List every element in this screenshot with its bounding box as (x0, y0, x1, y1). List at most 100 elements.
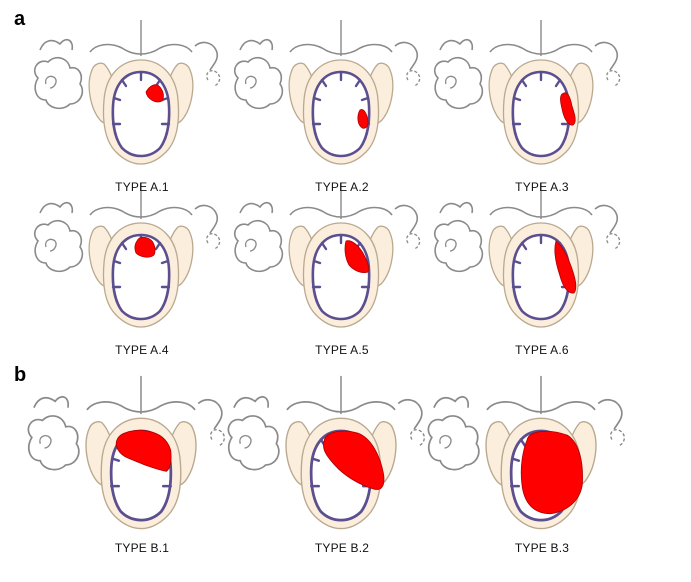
right-ear-swirl (606, 233, 621, 250)
left-ear-swirl (244, 238, 257, 252)
canal-tick-1 (519, 438, 527, 448)
skull-contour-right (394, 204, 419, 234)
caption-type-b2: TYPE B.2 (314, 541, 370, 555)
caption-type-a4: TYPE A.4 (115, 343, 169, 357)
lesion-a1 (145, 84, 164, 103)
right-ear-swirl (406, 70, 421, 87)
left-ear-swirl (444, 75, 457, 89)
left-ear-swirl (244, 75, 257, 89)
left-temporal-outline (433, 56, 484, 110)
canal-tick-2 (112, 96, 122, 102)
canal-tick-2 (311, 457, 321, 462)
canal-tick-5 (360, 96, 370, 102)
caption-type-b1: TYPE B.1 (114, 541, 170, 555)
skull-contour-left (439, 38, 474, 51)
canal-tick-2 (111, 457, 121, 462)
skull-contour-right (397, 398, 423, 430)
caption-type-a1: TYPE A.1 (115, 180, 169, 194)
canal-tick-1 (520, 78, 528, 88)
skull-contour-right (394, 41, 419, 71)
skull-contour-right (194, 41, 219, 71)
right-ear-swirl (406, 233, 421, 250)
right-ear-swirl (206, 233, 221, 250)
right-ear-swirl (609, 428, 625, 447)
foramen-canal (111, 233, 171, 321)
canal-tick-1 (120, 78, 128, 88)
diagram-type-b1 (27, 375, 225, 530)
diagram-type-a3 (433, 20, 621, 165)
canal-tick-2 (312, 96, 322, 102)
left-ear-swirl (444, 238, 457, 252)
skull-contour-left (239, 38, 274, 51)
diagram-type-a4 (33, 183, 221, 328)
skull-contour-right (197, 398, 223, 430)
foramen-canal (111, 70, 171, 158)
panel-letter-b: b (14, 364, 27, 386)
left-temporal-outline (233, 56, 284, 110)
canal-tick-6 (554, 78, 562, 88)
left-temporal-outline (33, 219, 84, 273)
left-temporal-outline (33, 56, 84, 110)
diagram-type-a2 (233, 20, 421, 165)
lesion-a3 (560, 92, 576, 126)
lesion-a4 (134, 236, 156, 258)
skull-contour-left (39, 201, 74, 214)
skull-contour-left (433, 396, 470, 409)
skull-contour-right (594, 204, 619, 234)
canal-tick-6 (154, 241, 162, 251)
canal-tick-2 (312, 259, 322, 265)
left-ear-swirl (44, 75, 57, 89)
skull-contour-right (194, 204, 219, 234)
canal-tick-1 (520, 241, 528, 251)
right-ear-swirl (409, 428, 425, 447)
skull-contour-left (33, 396, 70, 409)
skull-contour-left (39, 38, 74, 51)
lesion-a2 (357, 109, 369, 129)
caption-type-a2: TYPE A.2 (315, 180, 369, 194)
lesion-b2 (323, 430, 385, 490)
caption-type-a6: TYPE A.6 (515, 343, 569, 357)
diagram-type-b2 (227, 375, 425, 530)
diagram-type-b3 (427, 375, 625, 530)
lesion-b1 (115, 429, 172, 472)
left-ear-swirl (44, 238, 57, 252)
foramen-canal (511, 70, 571, 158)
left-temporal-outline (233, 219, 284, 273)
caption-type-a5: TYPE A.5 (315, 343, 369, 357)
right-ear-swirl (606, 70, 621, 87)
canal-tick-2 (512, 259, 522, 265)
canal-tick-6 (354, 78, 362, 88)
caption-type-b3: TYPE B.3 (514, 541, 570, 555)
diagram-type-a6 (433, 183, 621, 328)
foramen-canal (311, 233, 371, 321)
canal-tick-2 (112, 259, 122, 265)
skull-contour-right (597, 398, 623, 430)
skull-contour-right (594, 41, 619, 71)
left-temporal-outline (433, 219, 484, 273)
left-ear-swirl (439, 435, 452, 449)
foramen-canal (311, 70, 371, 158)
diagram-type-a5 (233, 183, 421, 328)
left-temporal-outline (227, 415, 280, 471)
left-temporal-outline (27, 415, 80, 471)
left-ear-swirl (39, 435, 52, 449)
right-ear-swirl (209, 428, 225, 447)
canal-tick-2 (511, 457, 521, 462)
panel-letter-a: a (14, 8, 26, 30)
lesion-a5 (344, 240, 370, 273)
canal-tick-1 (120, 241, 128, 251)
canal-tick-5 (160, 259, 170, 265)
left-ear-swirl (239, 435, 252, 449)
left-temporal-outline (427, 415, 480, 471)
canal-tick-2 (512, 96, 522, 102)
skull-contour-left (439, 201, 474, 214)
canal-tick-1 (320, 78, 328, 88)
caption-type-a3: TYPE A.3 (515, 180, 569, 194)
diagram-type-a1 (33, 20, 221, 165)
lesion-b3 (520, 430, 583, 515)
skull-contour-left (239, 201, 274, 214)
canal-tick-1 (320, 241, 328, 251)
skull-contour-left (233, 396, 270, 409)
